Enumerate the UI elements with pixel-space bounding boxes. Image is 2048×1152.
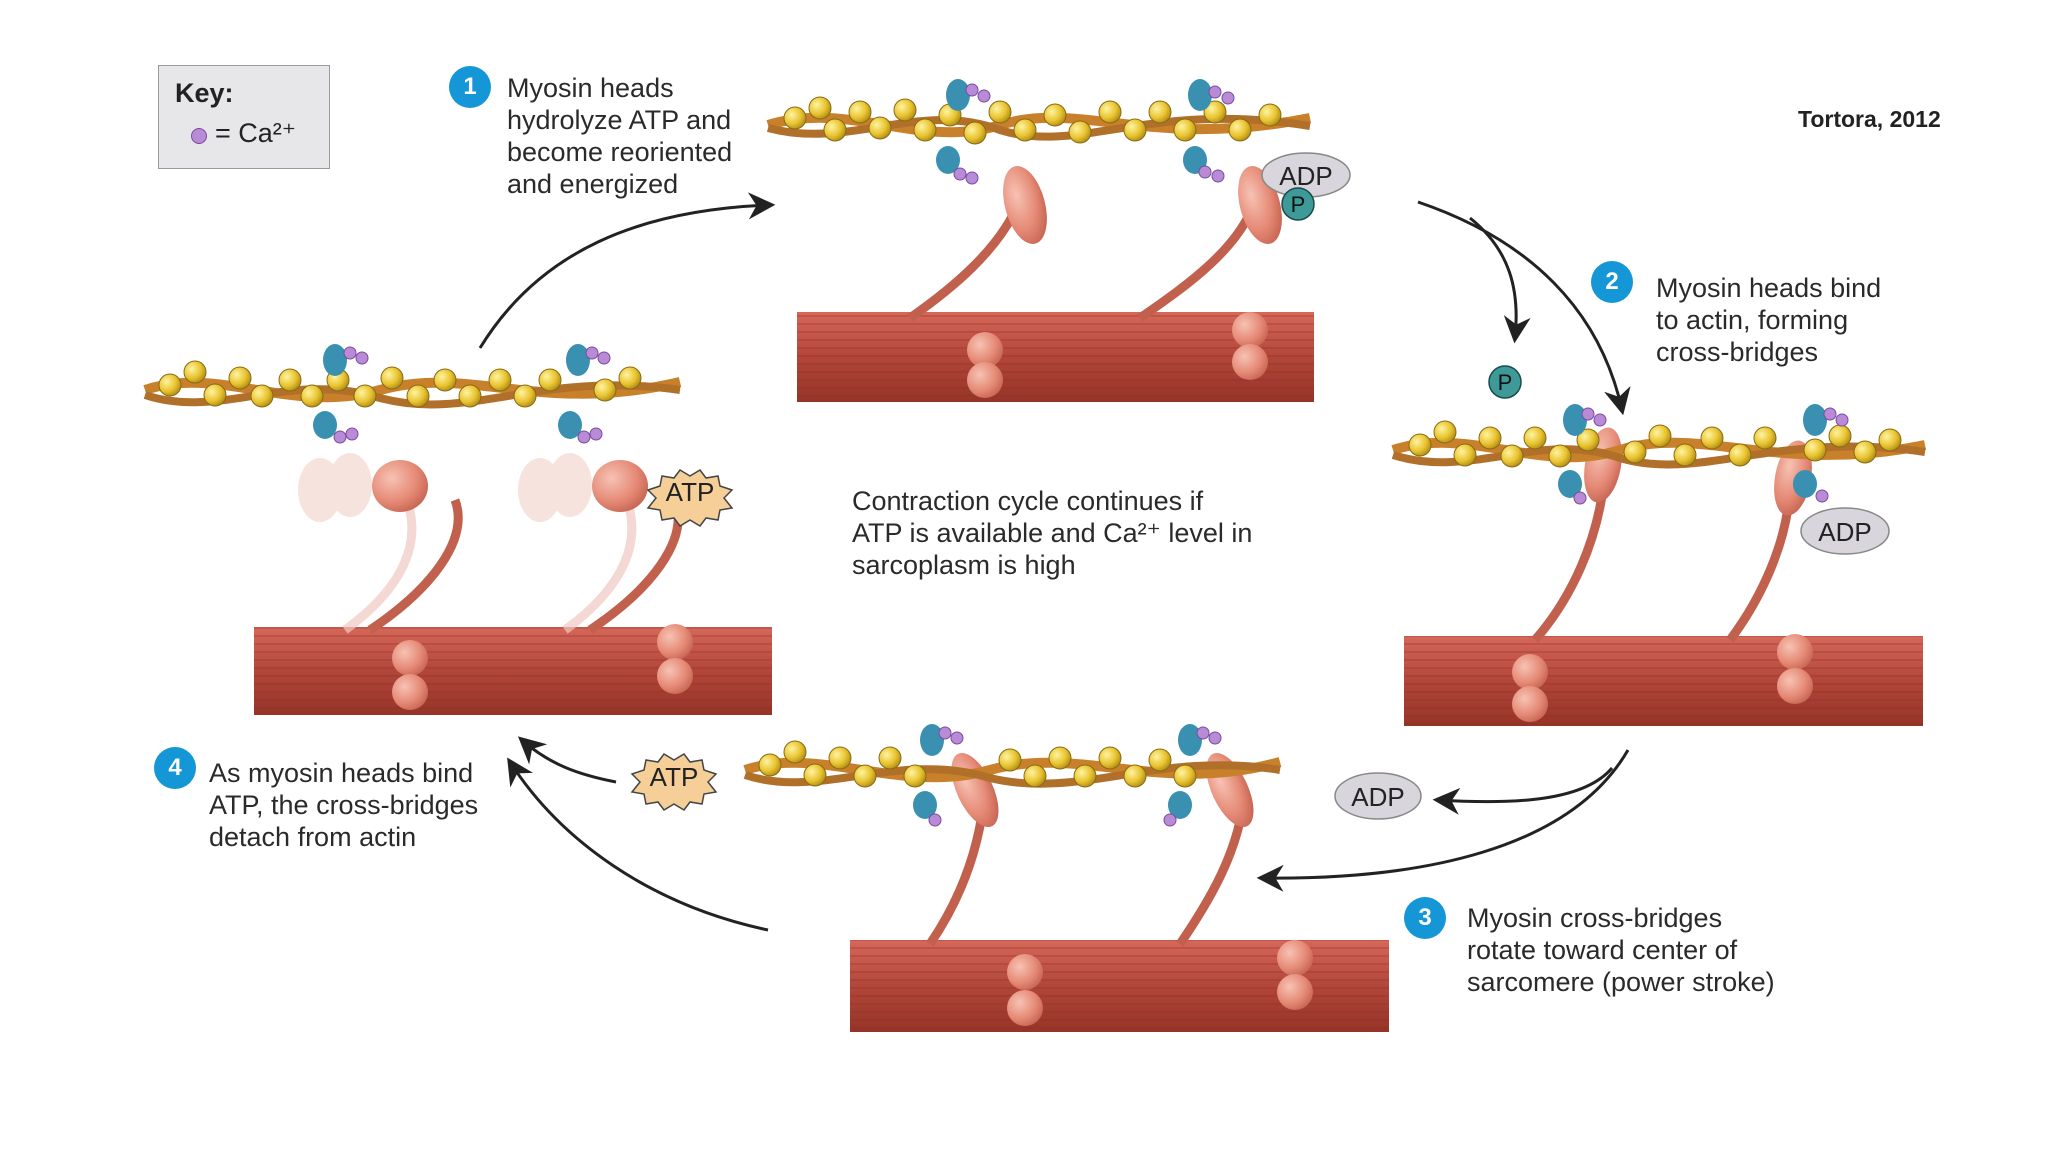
key-ca-label: = Ca²⁺	[215, 118, 297, 148]
atp-burst	[646, 469, 734, 527]
panel-step-4: ATP	[143, 344, 772, 715]
incoming-atp: ATP	[630, 753, 718, 811]
arrow-p-release	[1469, 216, 1531, 344]
thin-filament	[1391, 404, 1927, 505]
troponin	[313, 344, 590, 439]
arrow-3-to-4	[507, 757, 769, 932]
adp-label: ADP	[1279, 161, 1332, 191]
arrow-1-to-2	[1417, 200, 1631, 416]
atp-label: ATP	[650, 762, 699, 792]
calcium-ions	[333, 346, 611, 444]
step-3-text: Myosin cross-bridges rotate toward cente…	[1467, 903, 1775, 997]
cycle-condition-text: Contraction cycle continues if ATP is av…	[852, 486, 1253, 580]
released-adp-bubble	[1334, 772, 1422, 820]
thin-filament	[143, 344, 682, 444]
step-2-badge: 2	[1591, 261, 1633, 303]
arrow-adp-release	[1432, 767, 1614, 815]
actin-beads	[1408, 420, 1902, 468]
thin-filament	[743, 724, 1282, 827]
atp-burst	[630, 753, 718, 811]
arrow-atp-bind	[517, 736, 617, 784]
myosin-head	[372, 460, 693, 710]
source-credit: Tortora, 2012	[1798, 106, 1941, 132]
key-box: Key: = Ca²⁺	[158, 65, 330, 169]
panel-step-2: P ADP	[1391, 365, 1927, 726]
arrow-2-to-3	[1256, 749, 1630, 892]
adp-label: ADP	[1818, 517, 1871, 547]
step-4-badge: 4	[154, 747, 196, 789]
key-title: Key:	[175, 78, 234, 108]
calcium-ions	[953, 83, 1235, 185]
myosin-head	[1512, 427, 1813, 722]
released-phosphate-label: P	[1498, 370, 1513, 395]
troponin	[1558, 404, 1827, 498]
adp-bubble	[1800, 507, 1890, 555]
thin-filament	[766, 79, 1311, 185]
cycle-arrows	[478, 192, 1631, 932]
calcium-ions	[928, 726, 1222, 827]
panel-step-3: ADP	[743, 724, 1422, 1032]
released-adp-label: ADP	[1351, 782, 1404, 812]
phosphate-bubble	[1281, 187, 1315, 221]
phosphate-label: P	[1291, 192, 1306, 217]
actin-beads	[783, 96, 1282, 145]
step-2-text: Myosin heads bind to actin, forming cros…	[1656, 273, 1882, 367]
step-1-text: Myosin heads hydrolyze ATP and become re…	[507, 73, 733, 199]
step-3-badge: 3	[1404, 897, 1446, 939]
atp-label: ATP	[666, 477, 715, 507]
released-phosphate	[1488, 365, 1522, 399]
step-1-badge: 1	[449, 66, 491, 108]
myosin-cross-bridge	[907, 198, 1260, 322]
troponin	[913, 724, 1202, 819]
step-4-text: As myosin heads bind ATP, the cross-brid…	[209, 758, 479, 852]
calcium-key-icon	[191, 128, 207, 144]
arrow-4-to-1	[478, 192, 776, 349]
panel-step-1: ADP P	[766, 79, 1351, 402]
calcium-ions	[1573, 407, 1849, 505]
myosin-head-faded	[298, 453, 592, 522]
actin-beads	[758, 740, 1197, 788]
